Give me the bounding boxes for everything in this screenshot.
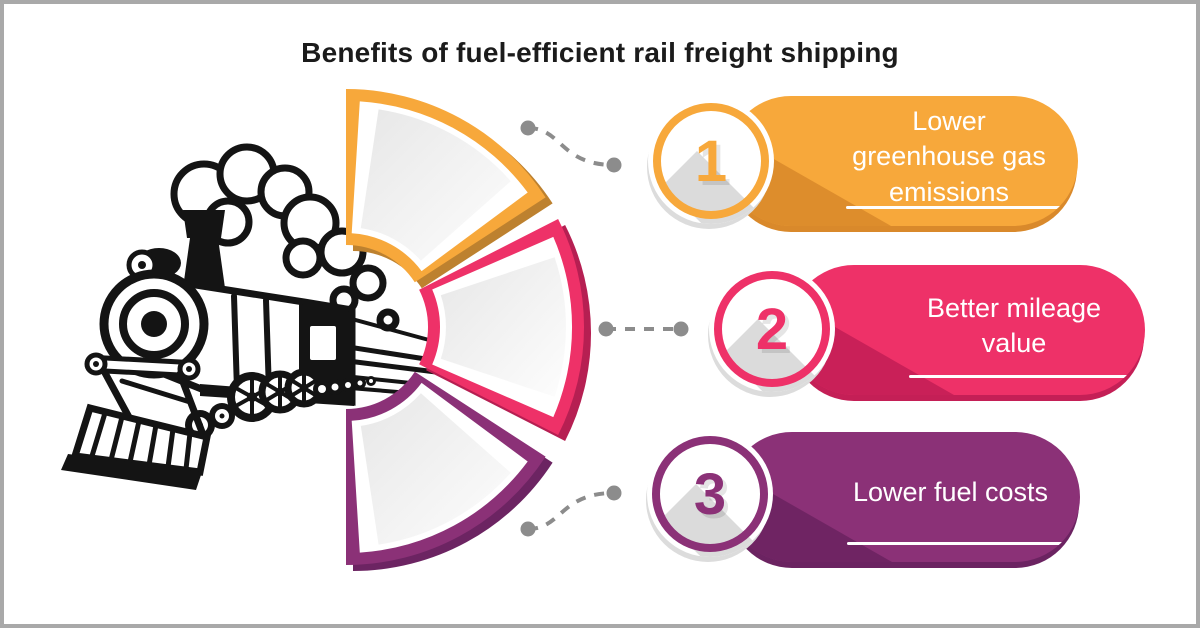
smokestack-icon bbox=[183, 210, 225, 288]
benefit-label: Lower greenhouse gas emissions bbox=[852, 106, 1046, 207]
benefit-banner-1: Lower greenhouse gas emissions 1 bbox=[648, 96, 1078, 228]
wheels bbox=[185, 368, 376, 440]
buffer-beam bbox=[84, 352, 206, 436]
benefit-banner-2: Better mileage value 2 bbox=[709, 264, 1145, 396]
circle-ring bbox=[652, 436, 768, 552]
scene-graphic bbox=[61, 89, 689, 571]
connectors bbox=[520, 120, 689, 537]
step-circle-2: 2 bbox=[709, 266, 835, 392]
pill-shine-line bbox=[909, 375, 1129, 378]
connector-bottom bbox=[520, 485, 622, 537]
banner-pill: Better mileage value bbox=[789, 265, 1145, 395]
fan-segment-middle bbox=[419, 219, 592, 441]
step-number: 3 bbox=[693, 461, 727, 527]
step-number: 1 bbox=[694, 128, 728, 194]
fan-diagram bbox=[346, 89, 592, 571]
benefit-label: Lower fuel costs bbox=[852, 477, 1049, 508]
banner-pill: Lower greenhouse gas emissions bbox=[726, 96, 1078, 226]
step-circle-1: 1 bbox=[648, 98, 774, 224]
trailing-wheels bbox=[313, 376, 376, 398]
boiler-face bbox=[99, 269, 209, 379]
circle-ring bbox=[653, 103, 769, 219]
circle-ring bbox=[714, 271, 830, 387]
benefit-label: Better mileage value bbox=[926, 292, 1102, 358]
connector-middle bbox=[598, 321, 689, 337]
benefit-banner-3: Lower fuel costs 3 bbox=[647, 430, 1080, 562]
fan-segment-bottom bbox=[346, 371, 553, 571]
pill-shine-line bbox=[846, 206, 1062, 209]
page-title: Benefits of fuel-efficient rail freight … bbox=[301, 37, 899, 68]
driver-wheels bbox=[227, 368, 324, 422]
step-number: 2 bbox=[755, 296, 789, 362]
step-circle-3: 3 bbox=[647, 431, 773, 557]
cowcatcher-icon bbox=[61, 403, 212, 490]
steam-locomotive-icon bbox=[61, 143, 439, 490]
connector-top bbox=[520, 120, 622, 173]
banner-pill: Lower fuel costs bbox=[727, 432, 1080, 562]
pill-shine-line bbox=[847, 542, 1064, 545]
fan-segment-top bbox=[346, 89, 553, 289]
